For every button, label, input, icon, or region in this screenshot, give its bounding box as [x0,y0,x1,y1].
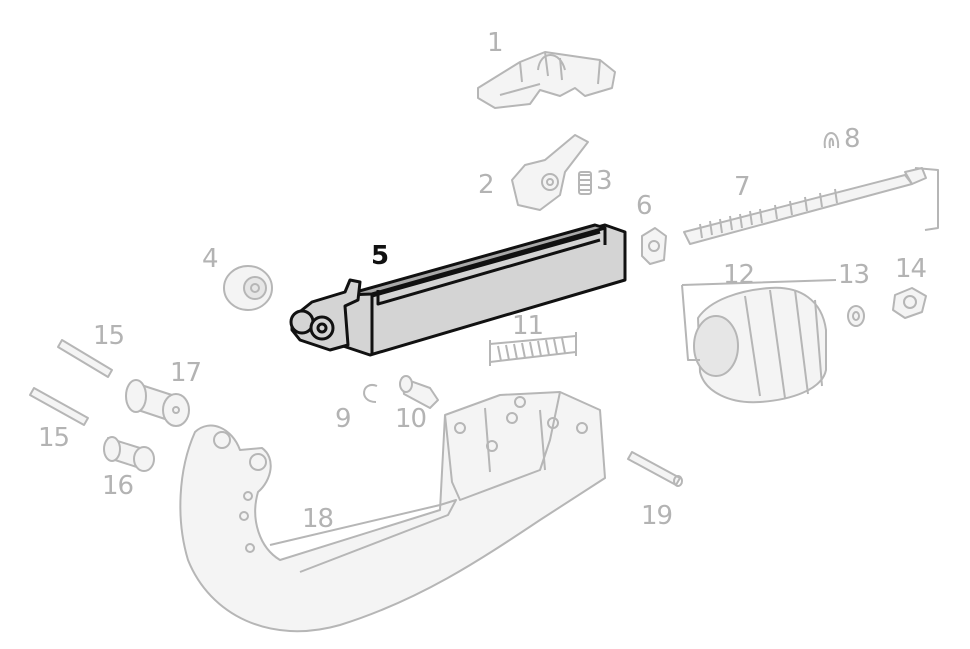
callout-13: 13 [838,260,870,290]
callout-8: 8 [844,124,861,154]
callout-17: 17 [170,358,202,388]
part-15-pin-lower[interactable] [29,387,89,426]
part-4-roller[interactable] [223,265,273,311]
callout-15-upper: 15 [93,321,125,351]
callout-9: 9 [335,404,352,434]
callout-3: 3 [596,166,613,196]
part-8-clip[interactable] [823,132,840,149]
callout-1: 1 [487,28,504,58]
part-16-small-roller[interactable] [103,436,155,472]
part-5-slide-bar[interactable] [289,223,627,357]
part-6-nut-plate[interactable] [641,227,667,265]
callout-15-lower: 15 [38,423,70,453]
part-13-washer[interactable] [847,305,865,327]
part-17-large-roller[interactable] [125,379,190,427]
part-18-main-frame[interactable] [179,391,606,633]
part-19-pin[interactable] [627,451,683,487]
callout-14: 14 [895,254,927,284]
part-10-pin-screw[interactable] [399,375,439,409]
part-7-threaded-spindle[interactable] [683,167,939,245]
part-2-lever[interactable] [511,134,589,211]
callout-12: 12 [723,260,755,290]
part-11-long-spring[interactable] [489,332,577,366]
callout-2: 2 [478,170,495,200]
callout-4: 4 [202,244,219,274]
callout-18: 18 [302,504,334,534]
callout-19: 19 [641,501,673,531]
callout-7: 7 [734,172,751,202]
part-3-small-spring[interactable] [578,171,592,195]
callout-5: 5 [371,241,389,271]
callout-6: 6 [636,191,653,221]
callout-16: 16 [102,471,134,501]
part-9-c-ring[interactable] [363,383,378,403]
part-14-cap-nut[interactable] [892,287,927,319]
part-15-pin-upper[interactable] [57,339,113,378]
part-12-knob[interactable] [681,279,837,404]
callout-11: 11 [512,311,544,341]
callout-10: 10 [395,404,427,434]
part-1-clamp-block[interactable] [477,51,616,109]
